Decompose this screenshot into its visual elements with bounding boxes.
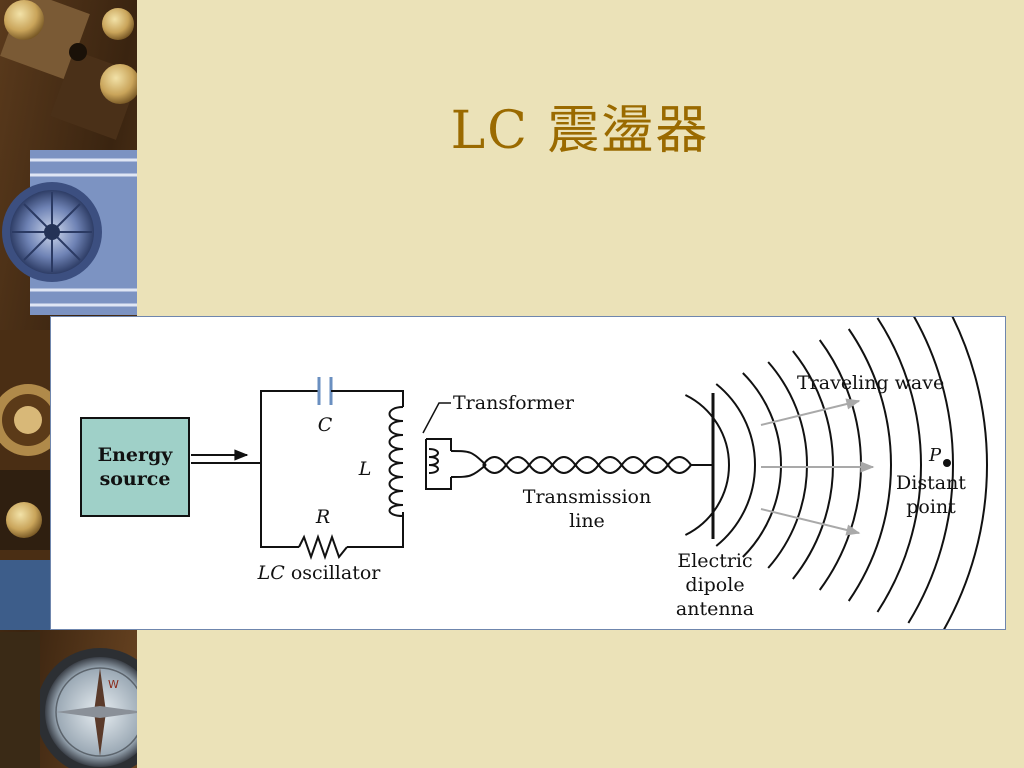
transformer-coil — [425, 438, 487, 490]
wavefront-arc — [943, 317, 988, 629]
oscillator-wiring — [260, 390, 404, 548]
wavefront-arc — [767, 361, 808, 569]
wavefronts — [684, 317, 988, 629]
traveling-wave-label: Traveling wave — [797, 372, 944, 394]
brass-button — [100, 64, 137, 104]
capacitor-symbol — [313, 377, 337, 405]
energy-source-box — [80, 417, 190, 517]
transmission-line — [482, 456, 692, 474]
wavefront-arc — [684, 394, 730, 536]
wavefront-arc — [792, 350, 834, 580]
inductor-coil — [388, 406, 404, 517]
oscillator-label: LC oscillator — [257, 562, 382, 584]
transformer-leader — [422, 402, 451, 434]
oscillator-label-italic: LC — [257, 562, 286, 584]
wavefront-arc — [876, 317, 922, 613]
distant-point-marker — [943, 459, 951, 467]
wavefront-arc — [715, 383, 756, 547]
capacitor-label: C — [318, 414, 333, 436]
ornament — [0, 384, 64, 456]
resistor-symbol — [298, 533, 348, 561]
svg-text:W: W — [108, 678, 119, 691]
transformer-label: Transformer — [453, 392, 575, 414]
point-symbol: P — [928, 445, 942, 466]
traveling-wave-arrows — [760, 398, 875, 536]
oscillator-label-rest: oscillator — [285, 562, 382, 584]
slide-title: LC 震盪器 — [450, 101, 710, 161]
wavefront-arc — [742, 372, 782, 558]
wavefront-arc — [907, 317, 954, 624]
inductor-label: L — [358, 458, 372, 480]
resistor-label: R — [315, 506, 330, 528]
compass-icon: W — [36, 648, 137, 768]
brass-button — [4, 0, 44, 40]
brass-button — [102, 8, 134, 40]
